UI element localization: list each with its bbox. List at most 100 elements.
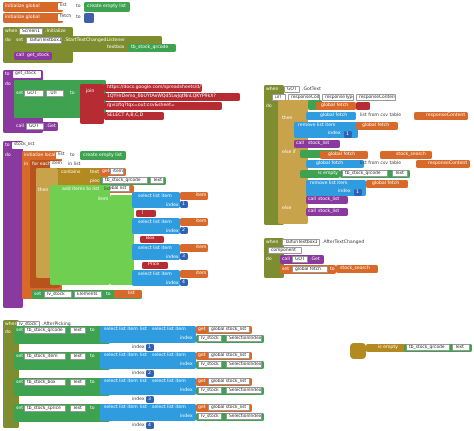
index-3-number[interactable] (146, 396, 154, 403)
tb-stock-qrcode-component[interactable] (128, 44, 176, 52)
list-from-csv-block-1[interactable] (306, 112, 356, 120)
separator-text-2[interactable] (140, 236, 164, 243)
get-responsecontent-block[interactable] (414, 112, 468, 120)
get-stock-search[interactable] (380, 151, 432, 159)
to-stock-list-procedure[interactable] (3, 141, 23, 308)
selectionindex-property[interactable]: SelectionIndex (226, 413, 262, 420)
selectionindex-property[interactable]: SelectionIndex (226, 387, 262, 394)
component-arg[interactable]: component (268, 247, 302, 254)
elements-property[interactable]: Elements (74, 291, 102, 298)
select-list-item-1[interactable] (132, 192, 180, 208)
call-stock-list-2[interactable] (306, 196, 348, 204)
lv-stock-component[interactable]: lv_stock (198, 413, 222, 420)
list-from-csv-block-2[interactable] (306, 160, 364, 168)
get-global-fetch-2[interactable] (356, 122, 398, 130)
tb-stock-item-target[interactable]: tb_stock_item (24, 353, 66, 360)
lv-stock-component[interactable]: lv_stock (198, 361, 222, 368)
tb-stock-qrcode-component[interactable]: tb_stock_qrcode (406, 344, 450, 351)
text-property[interactable]: Text (392, 170, 408, 177)
call-get-stock-block[interactable] (14, 52, 52, 60)
inner-select-row3[interactable] (150, 378, 196, 394)
index-number-2[interactable] (354, 189, 362, 196)
index-4-number[interactable] (180, 279, 188, 286)
add-items-to-list-block[interactable] (50, 185, 110, 285)
text-property[interactable]: Text (452, 344, 470, 351)
selectionindex-property[interactable]: SelectionIndex (226, 335, 262, 342)
select-list-item-4[interactable] (132, 270, 180, 286)
stock-search-value[interactable] (336, 265, 378, 273)
global-fetch-target[interactable]: global fetch (292, 266, 328, 273)
stock-list-proc-name[interactable]: stock_list (12, 142, 38, 149)
selectionindex-property[interactable]: SelectionIndex (226, 361, 262, 368)
get-responsecontent-2[interactable] (416, 160, 470, 168)
global-list-var[interactable]: list (58, 3, 72, 10)
text-property[interactable]: Text (70, 353, 86, 360)
responsecontent-arg[interactable]: responseContent (356, 94, 396, 101)
if-block[interactable] (278, 100, 308, 224)
remove-list-item-block[interactable] (294, 122, 358, 138)
taifun-textbox-target[interactable]: TaifunTextbox1 (26, 37, 62, 44)
local-list-var[interactable]: list (56, 152, 68, 159)
select-list-item-2[interactable] (132, 218, 180, 234)
get-list-block[interactable] (114, 290, 142, 298)
get-global-fetch-block[interactable] (316, 102, 356, 110)
got-component[interactable]: GOT (26, 123, 44, 130)
got-component[interactable]: GOT (292, 256, 308, 263)
create-empty-list-block[interactable] (84, 2, 130, 12)
separator-text-3[interactable] (142, 262, 168, 269)
lv-stock-component[interactable]: lv_stock (198, 335, 222, 342)
lv-stock-component[interactable]: lv_stock (198, 387, 222, 394)
tb-stock-qrcode-target[interactable]: tb_stock_qrcode (24, 327, 66, 334)
index-number[interactable] (344, 131, 352, 138)
is-empty-block-body[interactable] (366, 344, 406, 352)
is-empty-condition[interactable] (300, 170, 340, 178)
index-2-number[interactable] (180, 227, 188, 234)
text-property[interactable]: Text (70, 327, 86, 334)
global-stock-list[interactable]: global stock_list (208, 404, 250, 411)
got-component[interactable]: GOT (24, 90, 44, 97)
item-getter[interactable]: item (110, 168, 124, 175)
url-text-3[interactable] (104, 102, 222, 110)
url-text-4[interactable] (104, 112, 164, 120)
taifun-component[interactable]: TaifunTextbox1 (282, 239, 320, 246)
global-stock-list[interactable]: global stock_list (208, 326, 250, 333)
tb-stock-box-target[interactable]: tb_stock_box (24, 379, 66, 386)
logic-and-block[interactable] (308, 100, 322, 110)
call-stock-list-3[interactable] (306, 208, 348, 216)
index-4-number[interactable] (146, 422, 154, 429)
inner-select-row4[interactable] (150, 404, 196, 420)
get-item-1[interactable] (180, 192, 208, 200)
item-var[interactable]: item (50, 161, 64, 168)
get-global-fetch-4[interactable] (366, 180, 408, 188)
tb-stock-qrcode-component[interactable]: tb_stock_qrcode (102, 177, 148, 184)
call-stock-list-1[interactable] (294, 140, 340, 148)
lv-stock-afterpicking-event[interactable] (3, 320, 19, 428)
text-property[interactable]: Text (150, 177, 164, 184)
inner-select-row1[interactable] (150, 326, 196, 342)
screen1-component[interactable]: Screen1 (19, 28, 43, 35)
get-item-4[interactable] (180, 270, 208, 278)
compare-block[interactable] (356, 102, 370, 110)
got-component[interactable]: GOT (284, 86, 300, 93)
get-stock-proc-name[interactable]: get_stock (13, 71, 41, 78)
text-property[interactable]: Text (70, 405, 86, 412)
url-text-1[interactable] (104, 84, 202, 92)
index-3-number[interactable] (180, 253, 188, 260)
get-global-fetch-3[interactable] (320, 151, 368, 159)
tb-stock-qrcode-component[interactable]: tb_stock_qrcode (342, 170, 388, 177)
create-empty-list-block[interactable] (80, 151, 126, 160)
select-list-item-3[interactable] (132, 244, 180, 260)
get-item-3[interactable] (180, 244, 208, 252)
lv-stock-component[interactable]: lv_stock (44, 291, 72, 298)
responsetype-arg[interactable]: responseType (322, 94, 354, 101)
inner-select-row2[interactable] (150, 352, 196, 368)
separator-text-1[interactable] (136, 210, 156, 217)
global-stock-list[interactable]: global stock_list (208, 352, 250, 359)
init-global-list-block[interactable] (3, 2, 63, 12)
text-property[interactable]: Text (70, 379, 86, 386)
index-1-number[interactable] (180, 201, 188, 208)
tb-stock-sprice-target[interactable]: tb_stock_sprice (24, 405, 66, 412)
init-global-fetch-block[interactable] (3, 13, 63, 23)
global-fetch-var[interactable]: fetch (58, 14, 74, 21)
is-empty-floating-block[interactable] (350, 343, 366, 359)
